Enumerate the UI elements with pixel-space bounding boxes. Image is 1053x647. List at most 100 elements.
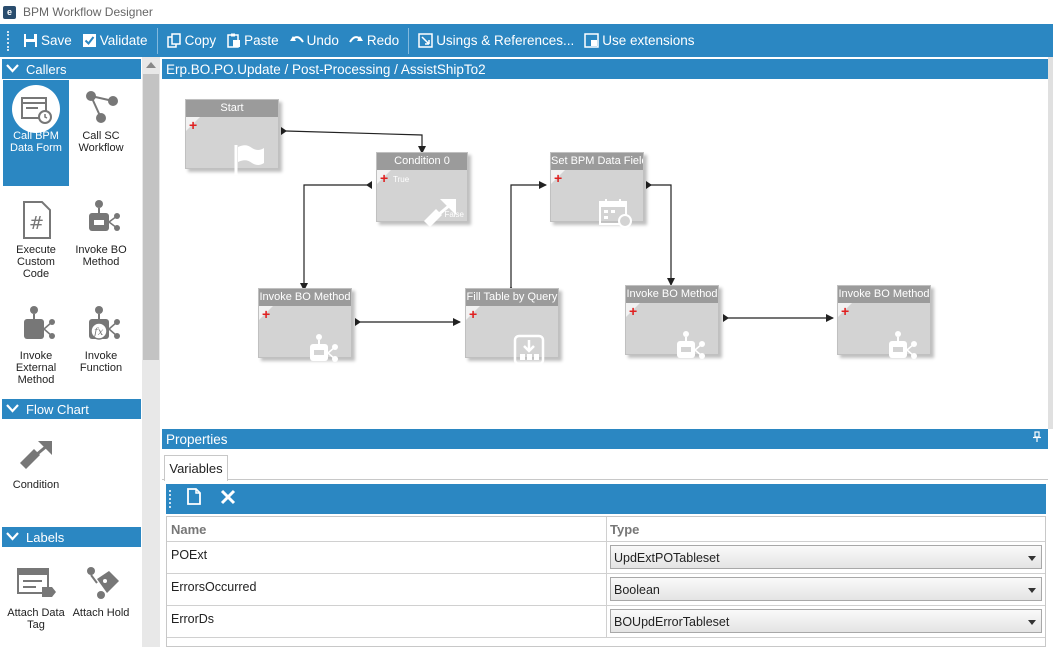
- canvas-scrollbar[interactable]: [1048, 57, 1053, 429]
- chevron-down-icon: [1028, 588, 1036, 593]
- node-condition[interactable]: Condition 0 + True False: [376, 152, 468, 227]
- undo-button[interactable]: Undo: [284, 24, 344, 57]
- usings-references-button[interactable]: Usings & References...: [413, 24, 579, 57]
- node-invoke-bo-method[interactable]: Invoke BO Method +: [625, 285, 719, 359]
- tool-label: Execute Custom Code: [16, 244, 56, 280]
- node-corner: [626, 303, 640, 317]
- extensions-icon: [584, 33, 599, 48]
- add-icon[interactable]: +: [554, 170, 563, 186]
- data-tag-icon: [14, 561, 58, 605]
- function-icon: fx: [79, 304, 123, 348]
- variable-type-cell: BOUpdErrorTableset: [607, 606, 1045, 637]
- type-dropdown[interactable]: UpdExtPOTableset: [610, 545, 1042, 569]
- node-start[interactable]: Start +: [185, 99, 279, 175]
- node-fill-table-by-query[interactable]: Fill Table by Query +: [465, 288, 559, 365]
- svg-text:#: #: [29, 213, 44, 234]
- data-form-icon: [12, 84, 60, 133]
- node-invoke-bo-method[interactable]: Invoke BO Method +: [258, 288, 352, 362]
- validate-button[interactable]: Validate: [77, 24, 153, 57]
- variable-name[interactable]: ErrorsOccurred: [167, 574, 607, 605]
- connector-layer: [281, 127, 834, 326]
- port-marker: [646, 181, 652, 189]
- type-value: BOUpdErrorTableset: [614, 615, 730, 629]
- node-set-bpm-data-field[interactable]: Set BPM Data Field +: [550, 152, 644, 228]
- title-bar: e BPM Workflow Designer: [0, 0, 1053, 24]
- node-corner: [551, 170, 565, 184]
- code-file-icon: #: [14, 198, 58, 242]
- tool-execute-custom-code[interactable]: # Execute Custom Code: [3, 194, 69, 294]
- use-extensions-button[interactable]: Use extensions: [579, 24, 699, 57]
- add-icon[interactable]: +: [841, 303, 850, 319]
- node-invoke-bo-method[interactable]: Invoke BO Method +: [837, 285, 931, 359]
- variable-name[interactable]: ErrorDs: [167, 606, 607, 637]
- redo-button[interactable]: Redo: [344, 24, 404, 57]
- table-row[interactable]: ErrorsOccurred Boolean: [167, 574, 1045, 606]
- add-icon[interactable]: +: [380, 170, 389, 186]
- tool-call-bpm-data-form[interactable]: Call BPM Data Form: [3, 80, 69, 186]
- toolbar-separator: [156, 27, 158, 54]
- table-row[interactable]: ErrorDs BOUpdErrorTableset: [167, 606, 1045, 638]
- tool-invoke-function[interactable]: fx Invoke Function: [68, 300, 134, 400]
- hold-tag-icon: [79, 561, 123, 605]
- section-flow-chart[interactable]: Flow Chart: [2, 399, 141, 419]
- use-extensions-label: Use extensions: [602, 33, 695, 48]
- delete-variable-button[interactable]: [216, 487, 240, 511]
- section-callers-title: Callers: [26, 61, 67, 77]
- tool-attach-hold[interactable]: Attach Hold: [68, 557, 134, 643]
- section-labels[interactable]: Labels: [2, 527, 141, 547]
- palette-scroll-thumb[interactable]: [143, 74, 159, 360]
- tool-invoke-external-method[interactable]: Invoke External Method: [3, 300, 69, 400]
- new-document-icon: [187, 488, 201, 510]
- tool-call-sc-workflow[interactable]: Call SC Workflow: [68, 80, 134, 186]
- workflow-breadcrumb: Erp.BO.PO.Update / Post-Processing / Ass…: [162, 59, 1048, 79]
- node-title: Condition 0: [377, 153, 467, 170]
- add-icon[interactable]: +: [189, 117, 198, 133]
- node-title: Invoke BO Method: [838, 286, 930, 303]
- column-header-type[interactable]: Type: [610, 521, 640, 537]
- connector-condition-invoke1: [300, 184, 368, 291]
- section-labels-title: Labels: [26, 529, 65, 545]
- node-title: Invoke BO Method: [626, 286, 718, 303]
- scroll-up-icon[interactable]: [146, 62, 156, 68]
- activity-palette: Callers Call BPM Data Form Call SC Workf…: [0, 57, 160, 647]
- section-callers[interactable]: Callers: [2, 59, 141, 79]
- chevron-down-icon: [6, 63, 20, 76]
- workflow-canvas[interactable]: Start + Condition 0 + True False Set BPM…: [162, 79, 1048, 425]
- type-dropdown[interactable]: BOUpdErrorTableset: [610, 609, 1042, 633]
- new-variable-button[interactable]: [182, 487, 206, 511]
- palette-scrollbar[interactable]: [142, 57, 160, 647]
- add-icon[interactable]: +: [262, 306, 271, 322]
- tool-label: Attach Data Tag: [7, 607, 65, 631]
- tool-label: Condition: [12, 479, 60, 491]
- column-header-name[interactable]: Name: [167, 517, 607, 541]
- type-dropdown[interactable]: Boolean: [610, 577, 1042, 601]
- toolbar-grip[interactable]: [7, 30, 10, 51]
- tab-variables[interactable]: Variables: [164, 455, 228, 481]
- checkbox-icon: [82, 33, 97, 48]
- table-row[interactable]: POExt UpdExtPOTableset: [167, 542, 1045, 574]
- chevron-down-icon: [6, 531, 20, 544]
- port-marker: [281, 127, 287, 135]
- tool-attach-data-tag[interactable]: Attach Data Tag: [3, 557, 69, 643]
- type-value: Boolean: [614, 583, 660, 597]
- pin-icon[interactable]: [1032, 431, 1042, 446]
- tool-label: Call SC Workflow: [78, 130, 124, 154]
- toolbar-grip[interactable]: [169, 490, 172, 508]
- breadcrumb-path: Erp.BO.PO.Update / Post-Processing / Ass…: [166, 61, 486, 77]
- paste-button[interactable]: Paste: [221, 24, 284, 57]
- save-icon: [23, 33, 38, 48]
- port-marker: [355, 318, 361, 326]
- grid-header: Name Type: [167, 517, 1045, 542]
- add-icon[interactable]: +: [469, 306, 478, 322]
- variable-name[interactable]: POExt: [167, 542, 607, 573]
- tool-label: Attach Hold: [72, 607, 130, 619]
- references-icon: [418, 33, 433, 48]
- variables-grid: Name Type POExt UpdExtPOTableset ErrorsO…: [166, 516, 1046, 647]
- tool-invoke-bo-method[interactable]: Invoke BO Method: [68, 194, 134, 294]
- add-icon[interactable]: +: [629, 303, 638, 319]
- tool-label: Call BPM Data Form: [10, 130, 62, 154]
- copy-button[interactable]: Copy: [162, 24, 222, 57]
- save-button[interactable]: Save: [18, 24, 77, 57]
- tool-condition[interactable]: Condition: [3, 429, 69, 499]
- properties-panel: Variables Name Type POExt UpdExtPOTables…: [162, 449, 1048, 647]
